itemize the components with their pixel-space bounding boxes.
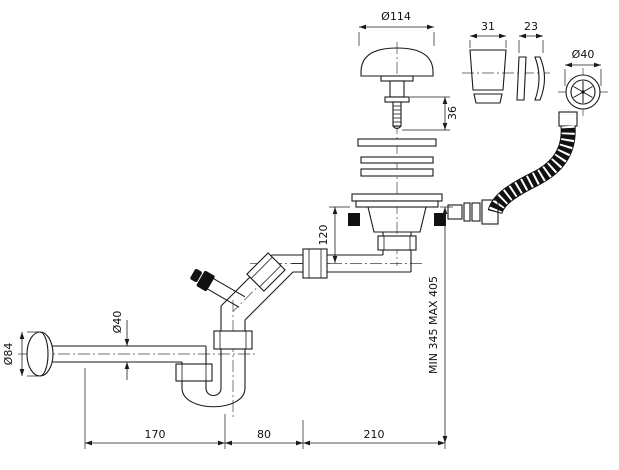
dim-label-span-right: 210 [364,428,385,441]
dim-label-cone-gasket-width: 31 [481,20,495,33]
dim-label-pipe-diameter: Ø40 [111,311,124,334]
coupling-nut-horizontal [302,248,328,279]
dim-label-flange-to-pipe: 120 [317,225,330,246]
dimension-strainer-diameter: Ø114 [358,10,435,46]
dim-label-span-left: 170 [145,428,166,441]
dishwasher-nozzle [190,269,246,308]
sink-strainer-body [348,138,446,272]
trap-u-bend [181,387,246,408]
trap-outlet-nut [175,363,213,382]
tailpiece-nut [377,235,417,251]
tightening-lug-left [348,213,360,226]
dim-label-span-middle: 80 [257,428,271,441]
dimension-rosette-diameter: Ø84 [2,331,39,377]
dimension-pipe-diameter: Ø40 [111,311,130,380]
hose-union-fitting [447,199,499,225]
dim-label-height-range: MIN 345 MAX 405 [427,276,440,374]
screw-threads [393,105,401,123]
dim-label-rosette-diameter: Ø84 [2,343,15,366]
hose-end-view: Ø40 [564,48,602,110]
dim-label-strainer-diameter: Ø114 [381,10,411,23]
dim-label-hose-diameter: Ø40 [572,48,595,61]
tightening-lug-right [434,213,446,226]
dimension-screw-length: 36 [402,96,459,131]
coupling-nut-angled [246,252,286,292]
conical-washer-part: 23 [516,20,546,101]
wall-rosette [26,331,54,377]
nozzle-cap [196,270,215,292]
trap-inlet-nut [213,330,253,350]
dimension-bottom-chain: 170 80 210 [84,368,445,449]
strainer-cap-assembly [360,47,434,130]
corrugated-hose [447,111,578,225]
cone-gasket-part: 31 [469,20,507,104]
dimension-height-range: MIN 345 MAX 405 [427,206,453,449]
waste-pipes [26,248,411,408]
hose-top-fitting [558,111,578,127]
dim-label-washer-width: 23 [524,20,538,33]
dim-label-screw-length: 36 [446,106,459,120]
